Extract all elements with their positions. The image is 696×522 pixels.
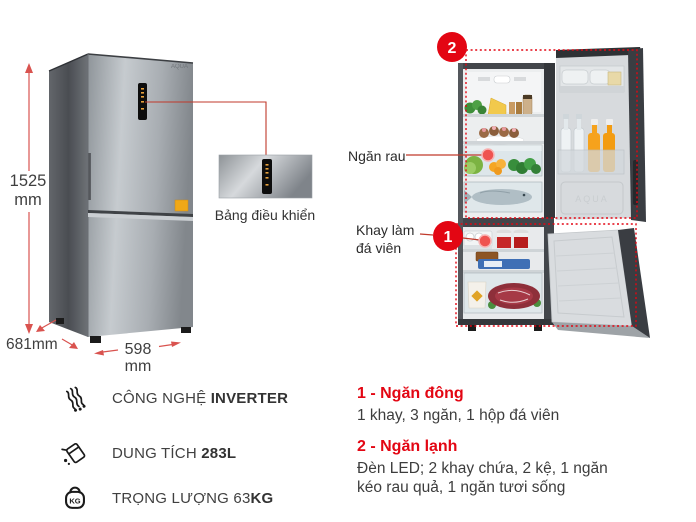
- legend-desc-freezer: 1 khay, 3 ngăn, 1 hộp đá viên: [357, 407, 560, 424]
- closed-fridge: AQUA: [48, 53, 194, 343]
- capacity-icon: [58, 436, 92, 470]
- legend: 1 - Ngăn đông 1 khay, 3 ngăn, 1 hộp đá v…: [357, 385, 611, 510]
- svg-text:KG: KG: [69, 497, 80, 506]
- ice-tray-dot: [478, 234, 492, 248]
- vegetable-drawer-dot: [481, 148, 495, 162]
- vegetable-drawer: [463, 144, 543, 177]
- width-dimension-line: [94, 341, 181, 356]
- legend-item-fridge: 2 - Ngăn lạnh Đèn LED; 2 khay chứa, 2 kệ…: [357, 438, 611, 497]
- feature-weight: KG TRỌNG LƯỢNG 63KG: [58, 481, 273, 515]
- legend-title-fridge: 2 - Ngăn lạnh: [357, 438, 458, 455]
- feature-inverter-text: CÔNG NGHỆ INVERTER: [112, 389, 289, 407]
- fish-drawer: [463, 181, 543, 213]
- marker-2-badge: 2: [437, 32, 467, 62]
- brand-logo: AQUA: [171, 64, 188, 70]
- legend-item-freezer: 1 - Ngăn đông 1 khay, 3 ngăn, 1 hộp đá v…: [357, 385, 611, 425]
- led-light: [493, 75, 511, 84]
- energy-label: [174, 199, 189, 212]
- freezer-door-open: [547, 228, 650, 338]
- fridge-section-outline: [465, 49, 638, 219]
- frozen-packs: [475, 251, 530, 269]
- svg-text:1: 1: [444, 229, 453, 246]
- feature-weight-text: TRỌNG LƯỢNG 63KG: [112, 489, 274, 507]
- weight-icon: KG: [58, 481, 92, 515]
- legend-title-freezer: 1 - Ngăn đông: [357, 385, 464, 402]
- open-fridge: AQUA: [458, 47, 650, 338]
- freezer-section-outline: [455, 223, 637, 327]
- door-handle: [88, 153, 91, 200]
- ice-cream-cups: [496, 229, 529, 248]
- feature-capacity: DUNG TÍCH 283L: [58, 436, 236, 470]
- feature-inverter: CÔNG NGHỆ INVERTER: [58, 381, 288, 415]
- feature-capacity-text: DUNG TÍCH 283L: [112, 444, 237, 462]
- height-dimension-line: [25, 63, 33, 334]
- shelf-items-greens-cheese: [464, 94, 533, 116]
- ice-tray-callout-line: [419, 233, 434, 236]
- vegetable-drawer-label: Ngăn rau: [348, 148, 406, 164]
- svg-text:2: 2: [448, 40, 457, 57]
- inverter-icon: [58, 381, 92, 415]
- depth-dimension-label: 681mm: [6, 336, 58, 353]
- marker-1-badge: 1: [433, 221, 463, 251]
- open-fridge-figure: AQUA 2: [406, 32, 650, 338]
- door-embossed-logo: AQUA: [575, 194, 609, 204]
- freezer-drawer: [463, 272, 543, 314]
- depth-dimension-line: [36, 319, 78, 349]
- width-dimension-label: 598 mm: [124, 341, 152, 375]
- fridge-door-open: AQUA: [556, 47, 646, 222]
- control-panel: [138, 83, 147, 120]
- control-panel-caption: Bảng điều khiển: [214, 207, 316, 223]
- annotations: 2 1: [406, 32, 638, 327]
- legend-desc-fridge: Đèn LED; 2 khay chứa, 2 kệ, 1 ngăn kéo r…: [357, 460, 608, 496]
- control-panel-callout: [145, 101, 313, 199]
- height-dimension-label: 1525 mm: [9, 172, 47, 209]
- ice-tray-label: Khay làm đá viên: [356, 222, 415, 256]
- door-gap: [88, 210, 193, 217]
- closed-fridge-figure: AQUA: [25, 53, 313, 356]
